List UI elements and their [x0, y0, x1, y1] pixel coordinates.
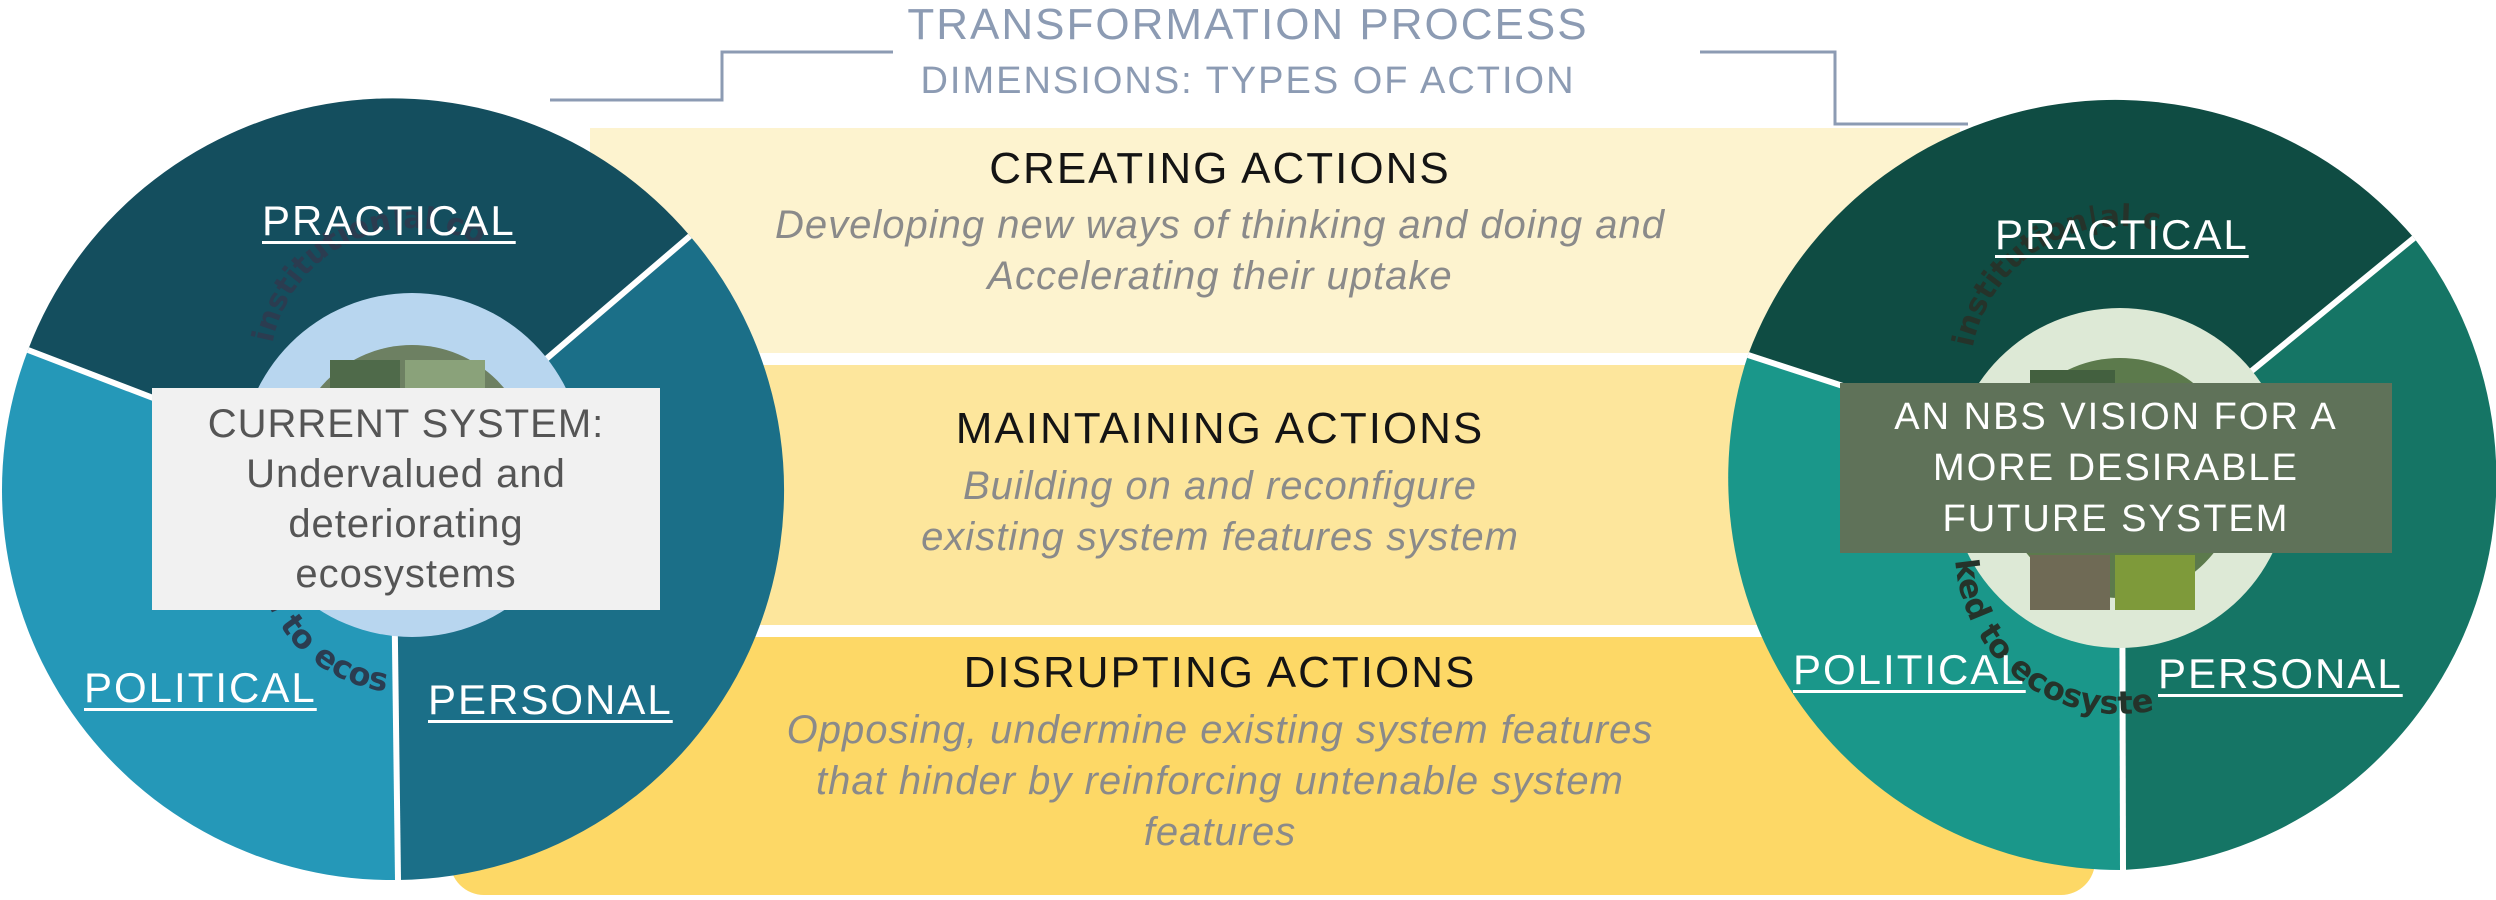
label-personal-right: PERSONAL — [2158, 650, 2403, 697]
band-desc-maintaining: Building on and reconfigure existing sys… — [640, 461, 1800, 563]
header-bracket-right — [1700, 50, 1968, 126]
nbs-vision-box: AN NBS VISION FOR A MORE DESIRABLE FUTUR… — [1840, 383, 2392, 553]
band-desc-line: Building on and reconfigure — [962, 464, 1477, 508]
band-desc-line: Accelerating their uptake — [987, 254, 1453, 298]
band-title-creating: CREATING ACTIONS — [989, 144, 1451, 193]
segment-practical-right — [1748, 99, 2414, 477]
box-line: MORE DESIRABLE — [1933, 446, 2299, 489]
band-desc-line: that hinder by reinforcing untenable sys… — [816, 759, 1624, 803]
header-bracket-left — [550, 50, 893, 102]
label-personal-left: PERSONAL — [428, 676, 673, 723]
box-line: CURRENT SYSTEM: — [207, 402, 605, 446]
box-line: Undervalued and — [246, 452, 566, 496]
current-system-box: CURRENT SYSTEM: Undervalued and deterior… — [152, 388, 660, 610]
diagram-subtitle: DIMENSIONS: TYPES OF ACTION — [920, 60, 1576, 102]
band-title-disrupting: DISRUPTING ACTIONS — [963, 648, 1477, 697]
label-practical-left: PRACTICAL — [262, 197, 516, 244]
band-desc-line: Developing new ways of thinking and doin… — [774, 203, 1666, 247]
band-title-maintaining: MAINTAINING ACTIONS — [955, 404, 1485, 453]
band-desc-line: Opposing, undermine existing system feat… — [786, 708, 1654, 752]
ecosystem-photo-tile — [2115, 555, 2195, 610]
box-line: deteriorating — [288, 502, 524, 546]
label-political-left: POLITICAL — [84, 664, 317, 711]
label-practical-right: PRACTICAL — [1995, 211, 2249, 258]
band-desc-line: features — [1143, 810, 1297, 854]
segment-personal-right — [2122, 238, 2496, 870]
box-line: FUTURE SYSTEM — [1942, 497, 2290, 540]
diagram-title: TRANSFORMATION PROCESS — [907, 0, 1589, 49]
box-line: ecosystems — [295, 552, 517, 596]
ecosystem-photo-tile — [2030, 555, 2110, 610]
band-desc-line: existing system features system — [921, 515, 1519, 559]
box-line: AN NBS VISION FOR A — [1894, 395, 2338, 438]
band-creating — [590, 128, 1960, 353]
label-political-right: POLITICAL — [1793, 646, 2026, 693]
band-desc-disrupting: Opposing, undermine existing system feat… — [640, 705, 1800, 858]
band-disrupting — [450, 637, 2095, 895]
band-desc-creating: Developing new ways of thinking and doin… — [640, 200, 1800, 302]
